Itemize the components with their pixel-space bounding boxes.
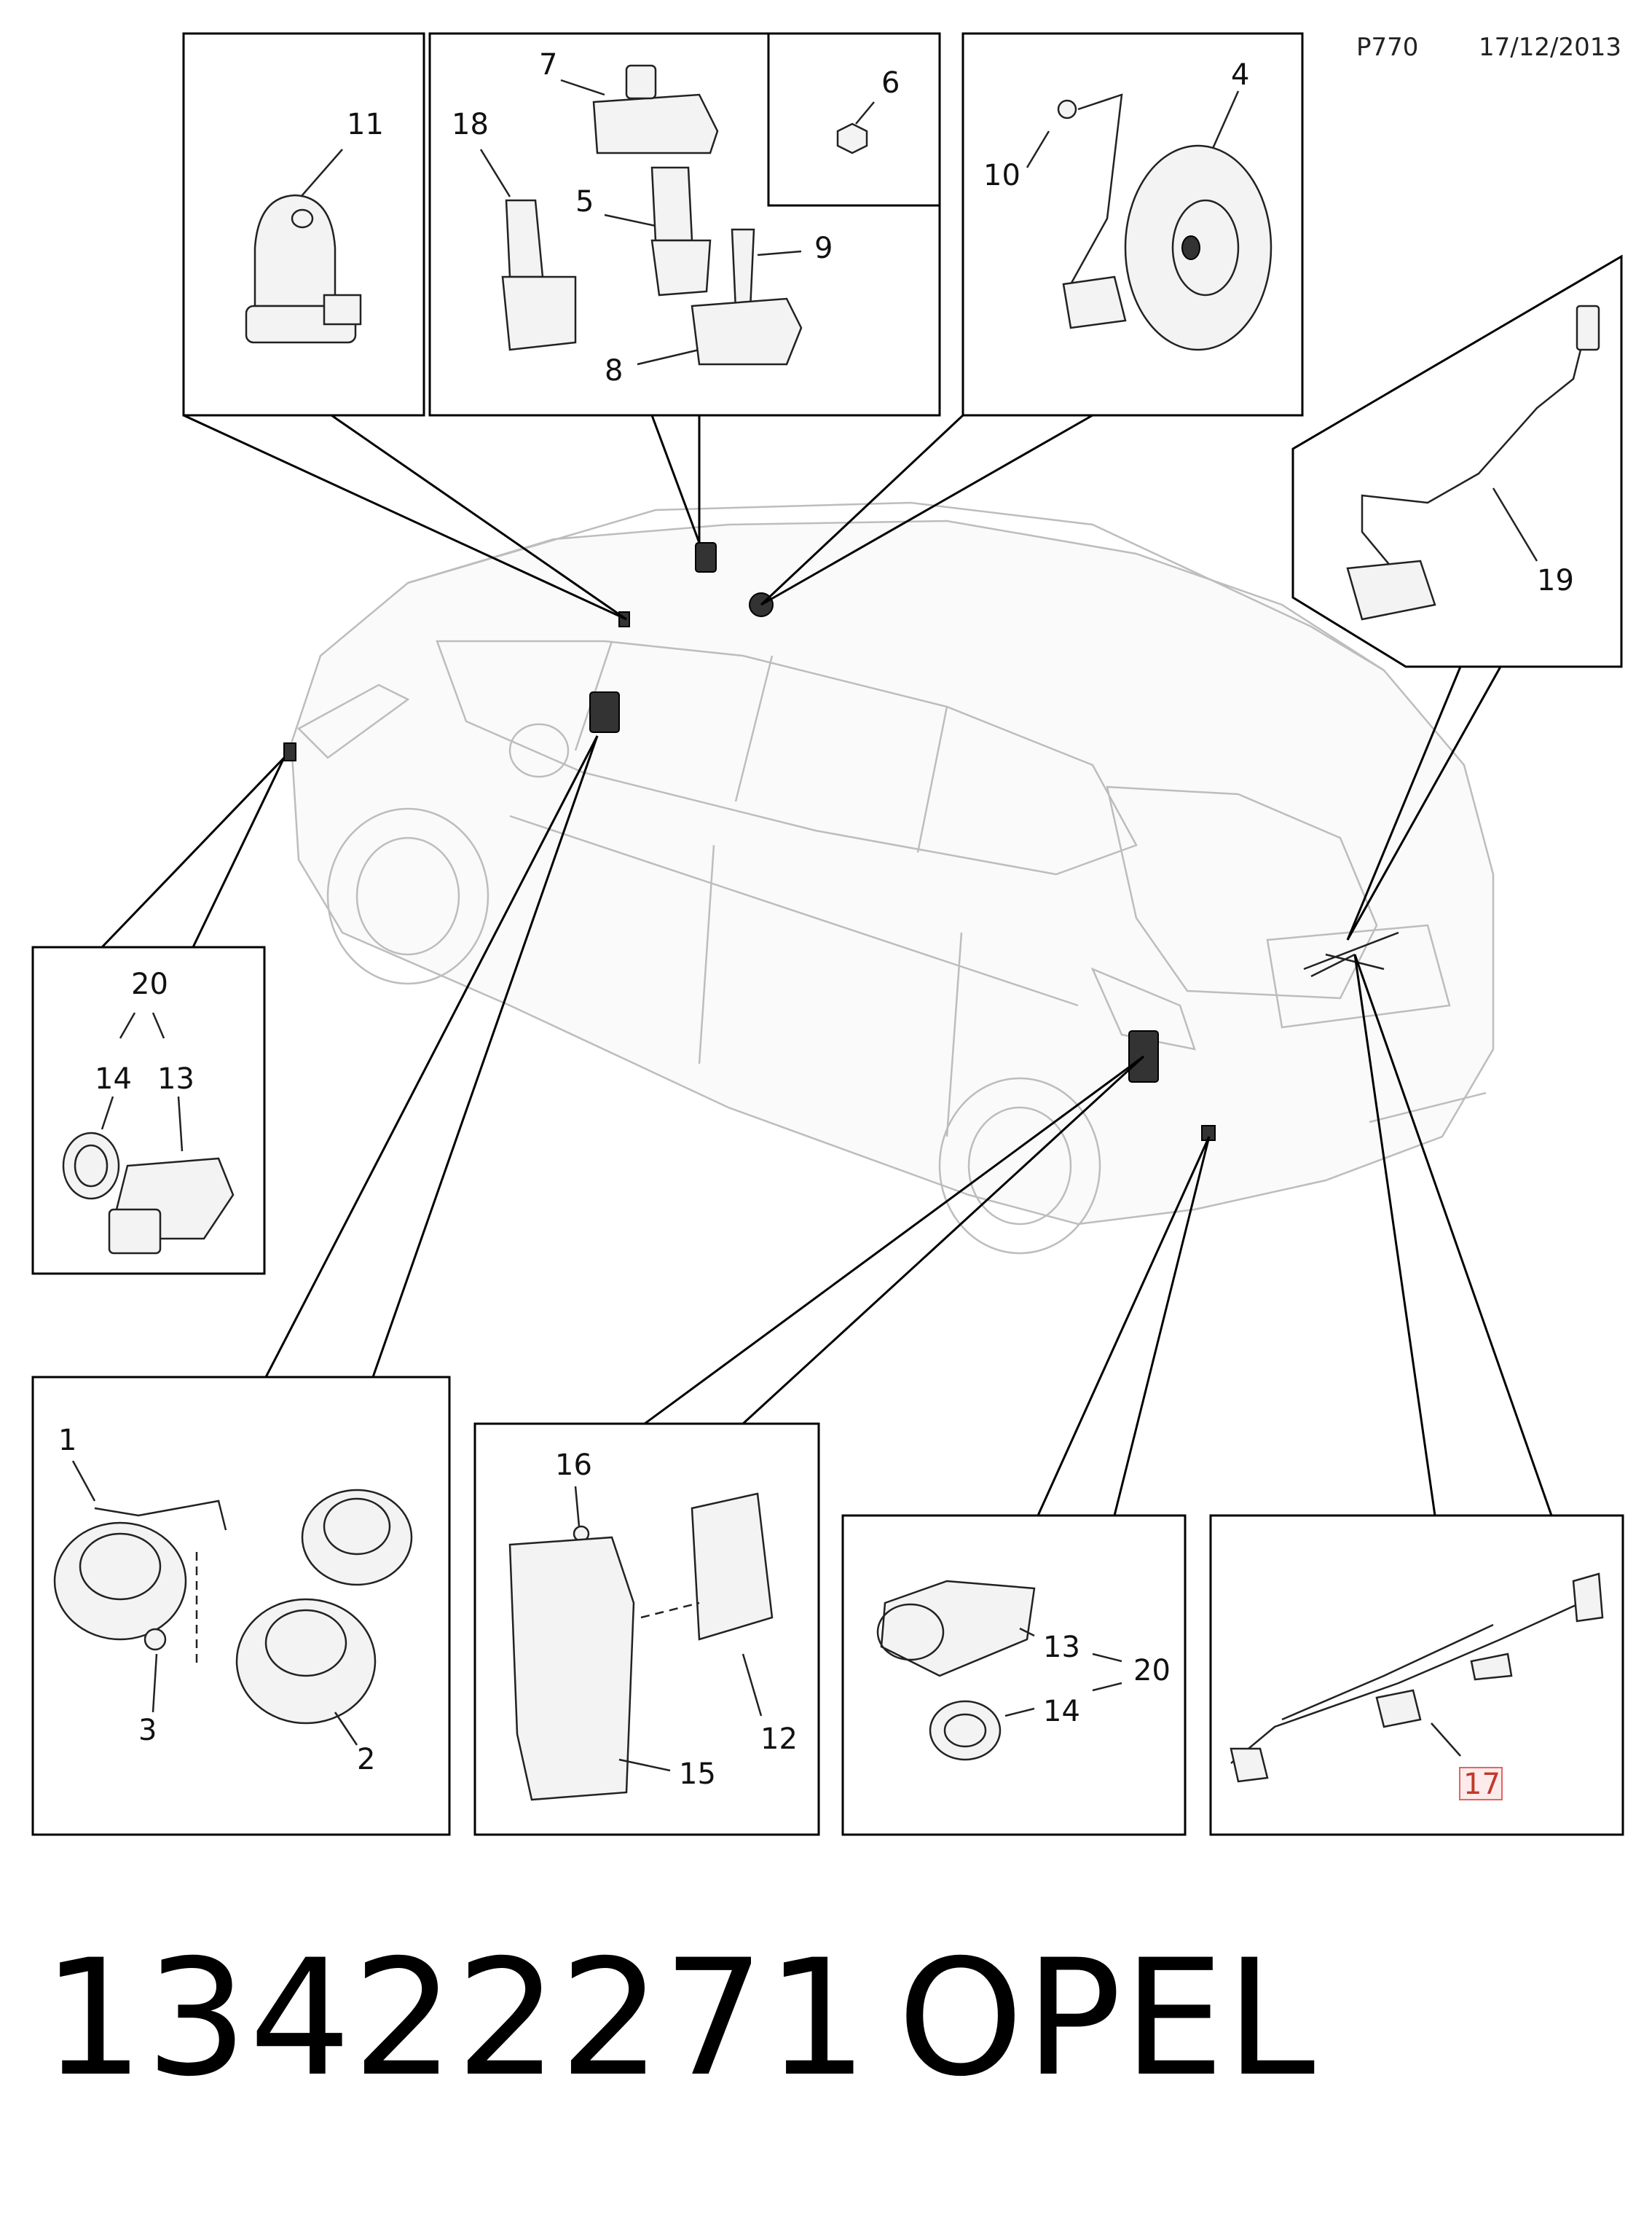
callout-19: 19 (1537, 564, 1574, 597)
callout-11: 11 (347, 108, 384, 141)
callout-16: 16 (555, 1448, 592, 1482)
panel-harness: 17 (1209, 954, 1624, 1836)
footer-brand: OPEL (897, 1925, 1317, 2112)
callout-5: 5 (575, 185, 594, 219)
callout-20-rear: 20 (1133, 1654, 1171, 1687)
callout-20-front: 20 (131, 968, 168, 1001)
callout-1: 1 (58, 1424, 76, 1457)
callout-15: 15 (679, 1757, 716, 1791)
page-code: P770 (1356, 33, 1418, 62)
callout-6: 6 (881, 66, 900, 100)
callout-14-rear: 14 (1043, 1695, 1080, 1728)
callout-4: 4 (1231, 58, 1249, 92)
page-date: 17/12/2013 (1479, 33, 1621, 62)
panel-horn-rear: 4 10 (760, 32, 1304, 606)
panel-camera: 19 (1291, 254, 1623, 941)
panel-6: 6 (767, 32, 941, 207)
callout-8: 8 (605, 354, 623, 388)
callout-7: 7 (539, 48, 557, 82)
callout-18: 18 (452, 108, 489, 141)
part-11-lamp (245, 194, 362, 344)
panel-pdc-rear: 13 20 14 (841, 1136, 1211, 1836)
panel-pdc-front: 20 14 13 (31, 756, 286, 1275)
callout-14-front: 14 (95, 1062, 132, 1096)
callout-12: 12 (760, 1722, 798, 1756)
panel-horns: 1 3 2 (31, 735, 599, 1836)
vehicle-outline (290, 501, 1495, 1255)
callout-17: 17 (1463, 1768, 1500, 1801)
callout-9: 9 (814, 232, 833, 265)
callout-10: 10 (983, 159, 1020, 192)
panel-switches: 7 18 5 9 8 6 (428, 32, 941, 544)
callout-2: 2 (357, 1743, 375, 1776)
panel-11: 11 (182, 32, 627, 621)
callout-3: 3 (138, 1714, 157, 1747)
footer-part-number: 13422271 (42, 1925, 870, 2112)
callout-13-rear: 13 (1043, 1631, 1080, 1664)
panel-module: 16 12 15 (473, 1055, 1145, 1836)
callout-13-front: 13 (157, 1062, 194, 1096)
callout-17-highlight (1459, 1767, 1503, 1800)
